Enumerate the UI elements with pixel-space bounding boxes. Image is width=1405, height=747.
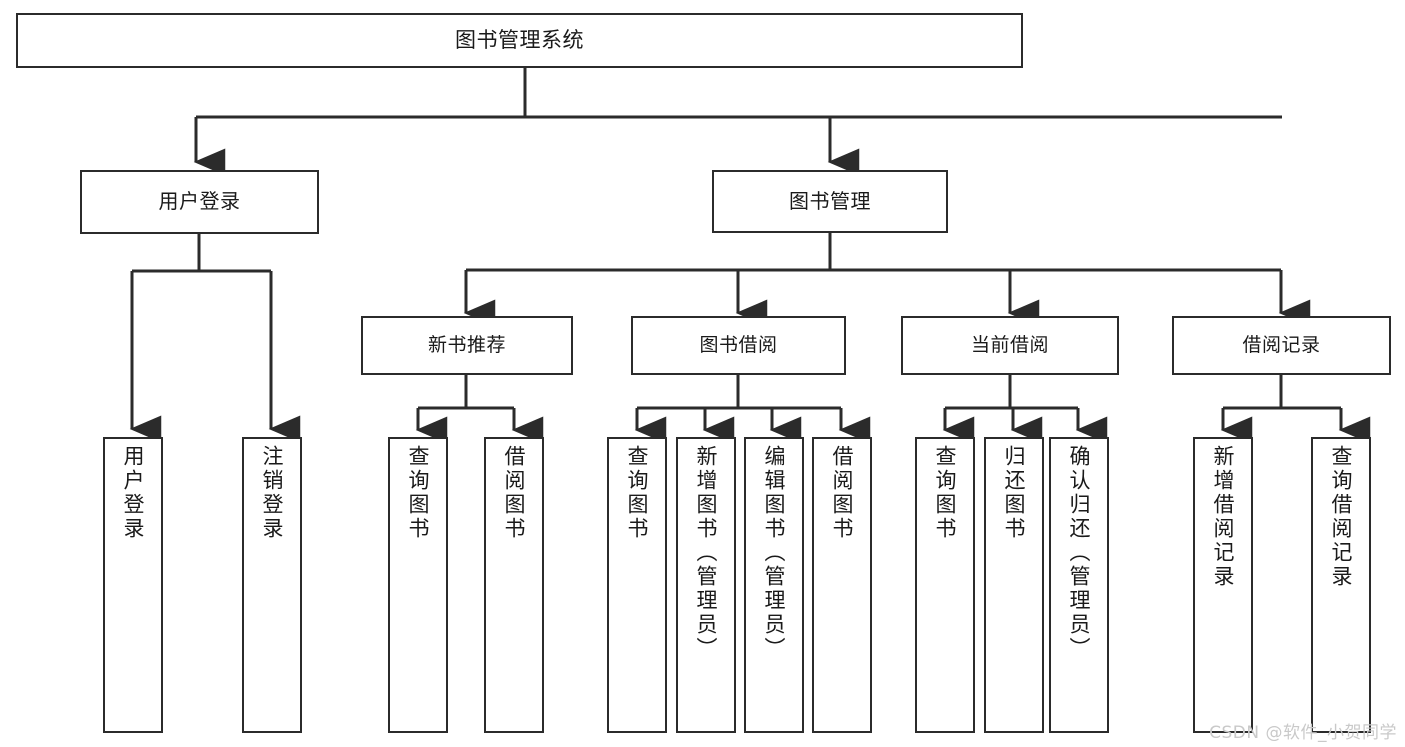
node-root[interactable]: 图书管理系统: [16, 13, 1023, 68]
node-leaf-borrow-book-2-label: 借阅图书: [830, 445, 855, 541]
node-root-label: 图书管理系统: [455, 28, 584, 53]
node-leaf-user-login[interactable]: 用户登录: [103, 437, 163, 733]
node-new-book-recommend[interactable]: 新书推荐: [361, 316, 573, 375]
node-leaf-query-book-3-label: 查询图书: [933, 445, 958, 541]
node-user-login[interactable]: 用户登录: [80, 170, 319, 234]
node-current-borrow-label: 当前借阅: [970, 334, 1049, 357]
node-current-borrow[interactable]: 当前借阅: [901, 316, 1119, 375]
node-leaf-query-record-label: 查询借阅记录: [1329, 445, 1354, 589]
node-leaf-edit-book[interactable]: 编辑图书（管理员）: [744, 437, 804, 733]
node-leaf-logout-login[interactable]: 注销登录: [242, 437, 302, 733]
node-user-login-label: 用户登录: [158, 189, 241, 214]
node-leaf-confirm-return[interactable]: 确认归还（管理员）: [1049, 437, 1109, 733]
node-leaf-edit-book-label: 编辑图书（管理员）: [762, 445, 787, 661]
node-leaf-add-book[interactable]: 新增图书（管理员）: [676, 437, 736, 733]
node-leaf-return-book-label: 归还图书: [1002, 445, 1027, 541]
node-leaf-query-book-2[interactable]: 查询图书: [607, 437, 667, 733]
node-book-borrow-label: 图书借阅: [699, 334, 778, 357]
node-borrow-record-label: 借阅记录: [1242, 334, 1321, 357]
node-book-management[interactable]: 图书管理: [712, 170, 948, 233]
watermark: CSDN @软件_小贺同学: [1209, 723, 1397, 743]
node-book-borrow[interactable]: 图书借阅: [631, 316, 846, 375]
node-leaf-add-record[interactable]: 新增借阅记录: [1193, 437, 1253, 733]
node-book-management-label: 图书管理: [789, 188, 871, 213]
node-leaf-add-record-label: 新增借阅记录: [1211, 445, 1236, 589]
node-leaf-borrow-book-1[interactable]: 借阅图书: [484, 437, 544, 733]
node-leaf-user-login-label: 用户登录: [121, 445, 146, 541]
node-leaf-borrow-book-2[interactable]: 借阅图书: [812, 437, 872, 733]
node-leaf-query-book-1[interactable]: 查询图书: [388, 437, 448, 733]
node-leaf-borrow-book-1-label: 借阅图书: [502, 445, 527, 541]
node-leaf-return-book[interactable]: 归还图书: [984, 437, 1044, 733]
node-leaf-query-book-2-label: 查询图书: [625, 445, 650, 541]
node-leaf-query-book-3[interactable]: 查询图书: [915, 437, 975, 733]
node-leaf-logout-login-label: 注销登录: [260, 445, 285, 541]
node-new-book-recommend-label: 新书推荐: [427, 334, 506, 357]
node-leaf-query-record[interactable]: 查询借阅记录: [1311, 437, 1371, 733]
node-borrow-record[interactable]: 借阅记录: [1172, 316, 1391, 375]
node-leaf-add-book-label: 新增图书（管理员）: [694, 445, 719, 661]
node-leaf-confirm-return-label: 确认归还（管理员）: [1067, 445, 1092, 661]
node-leaf-query-book-1-label: 查询图书: [406, 445, 431, 541]
